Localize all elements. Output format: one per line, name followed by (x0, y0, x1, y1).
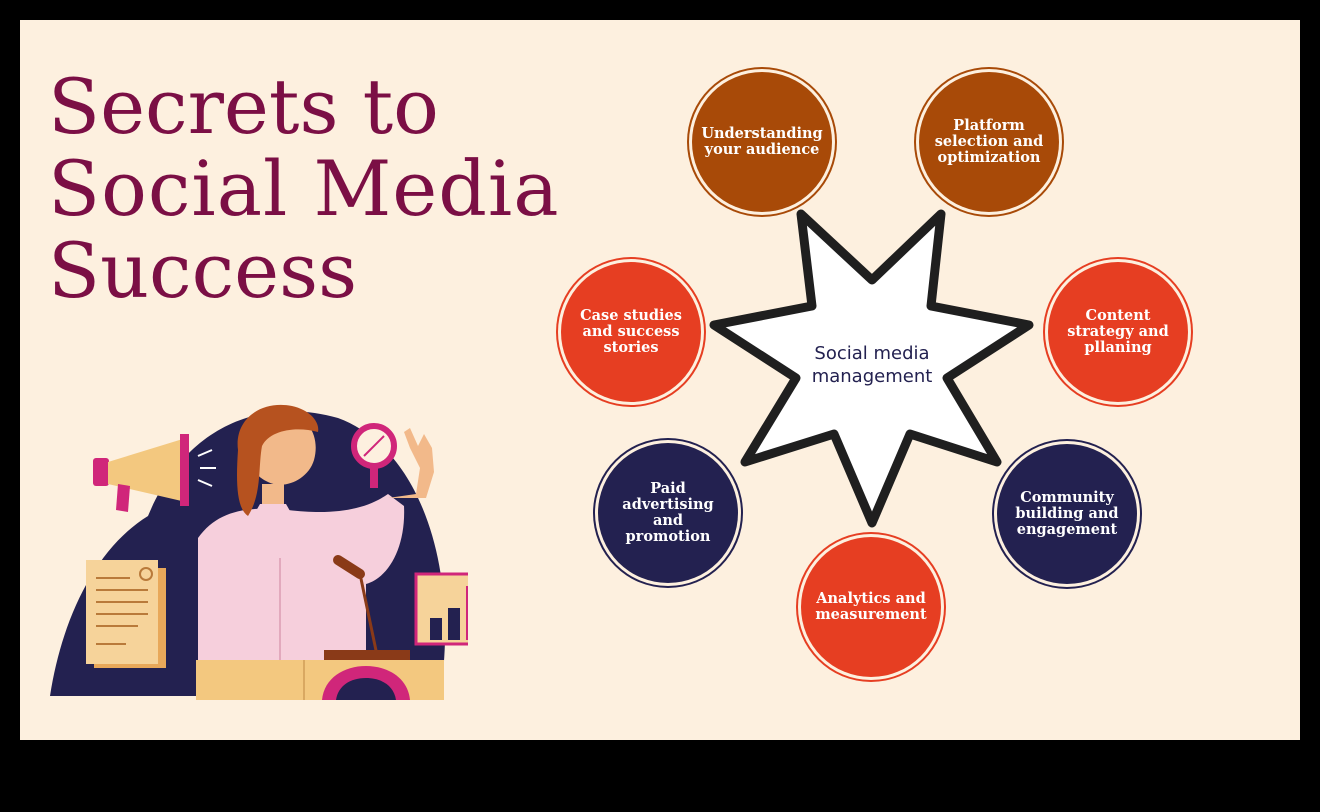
bar-chart-card-icon (414, 572, 468, 646)
node-platform-selection: Platform selection and optimization (919, 72, 1059, 212)
megaphone-icon (93, 434, 216, 512)
slide-canvas: Secrets to Social Media Success Social m… (20, 20, 1300, 740)
page-title: Secrets to Social Media Success (48, 66, 560, 312)
node-label: Platform selection and optimization (934, 117, 1044, 166)
title-line-1: Secrets to (48, 62, 439, 151)
node-label: Analytics and measurement (815, 590, 927, 623)
node-understanding-audience: Understanding your audience (692, 72, 832, 212)
speaker-illustration (50, 404, 468, 700)
node-label: Paid advertising and promotion (622, 480, 714, 545)
center-label: Social media management (811, 343, 933, 387)
node-label: Community building and engagement (1015, 489, 1119, 538)
node-paid-advertising: Paid advertising and promotion (598, 443, 738, 583)
node-community-building: Community building and engagement (997, 444, 1137, 584)
node-label: Content strategy and pllaning (1067, 307, 1169, 356)
node-content-strategy: Content strategy and pllaning (1048, 262, 1188, 402)
magnifier-icon (351, 423, 397, 488)
title-line-3: Success (48, 226, 358, 315)
social-media-diagram: Social media management Understanding yo… (20, 20, 1300, 740)
star-shape (709, 209, 1034, 528)
node-analytics-measurement: Analytics and measurement (801, 537, 941, 677)
node-label: Understanding your audience (701, 125, 823, 158)
node-case-studies: Case studies and success stories (561, 262, 701, 402)
title-line-2: Social Media (48, 144, 560, 233)
document-icon (86, 560, 166, 668)
node-label: Case studies and success stories (580, 307, 682, 356)
